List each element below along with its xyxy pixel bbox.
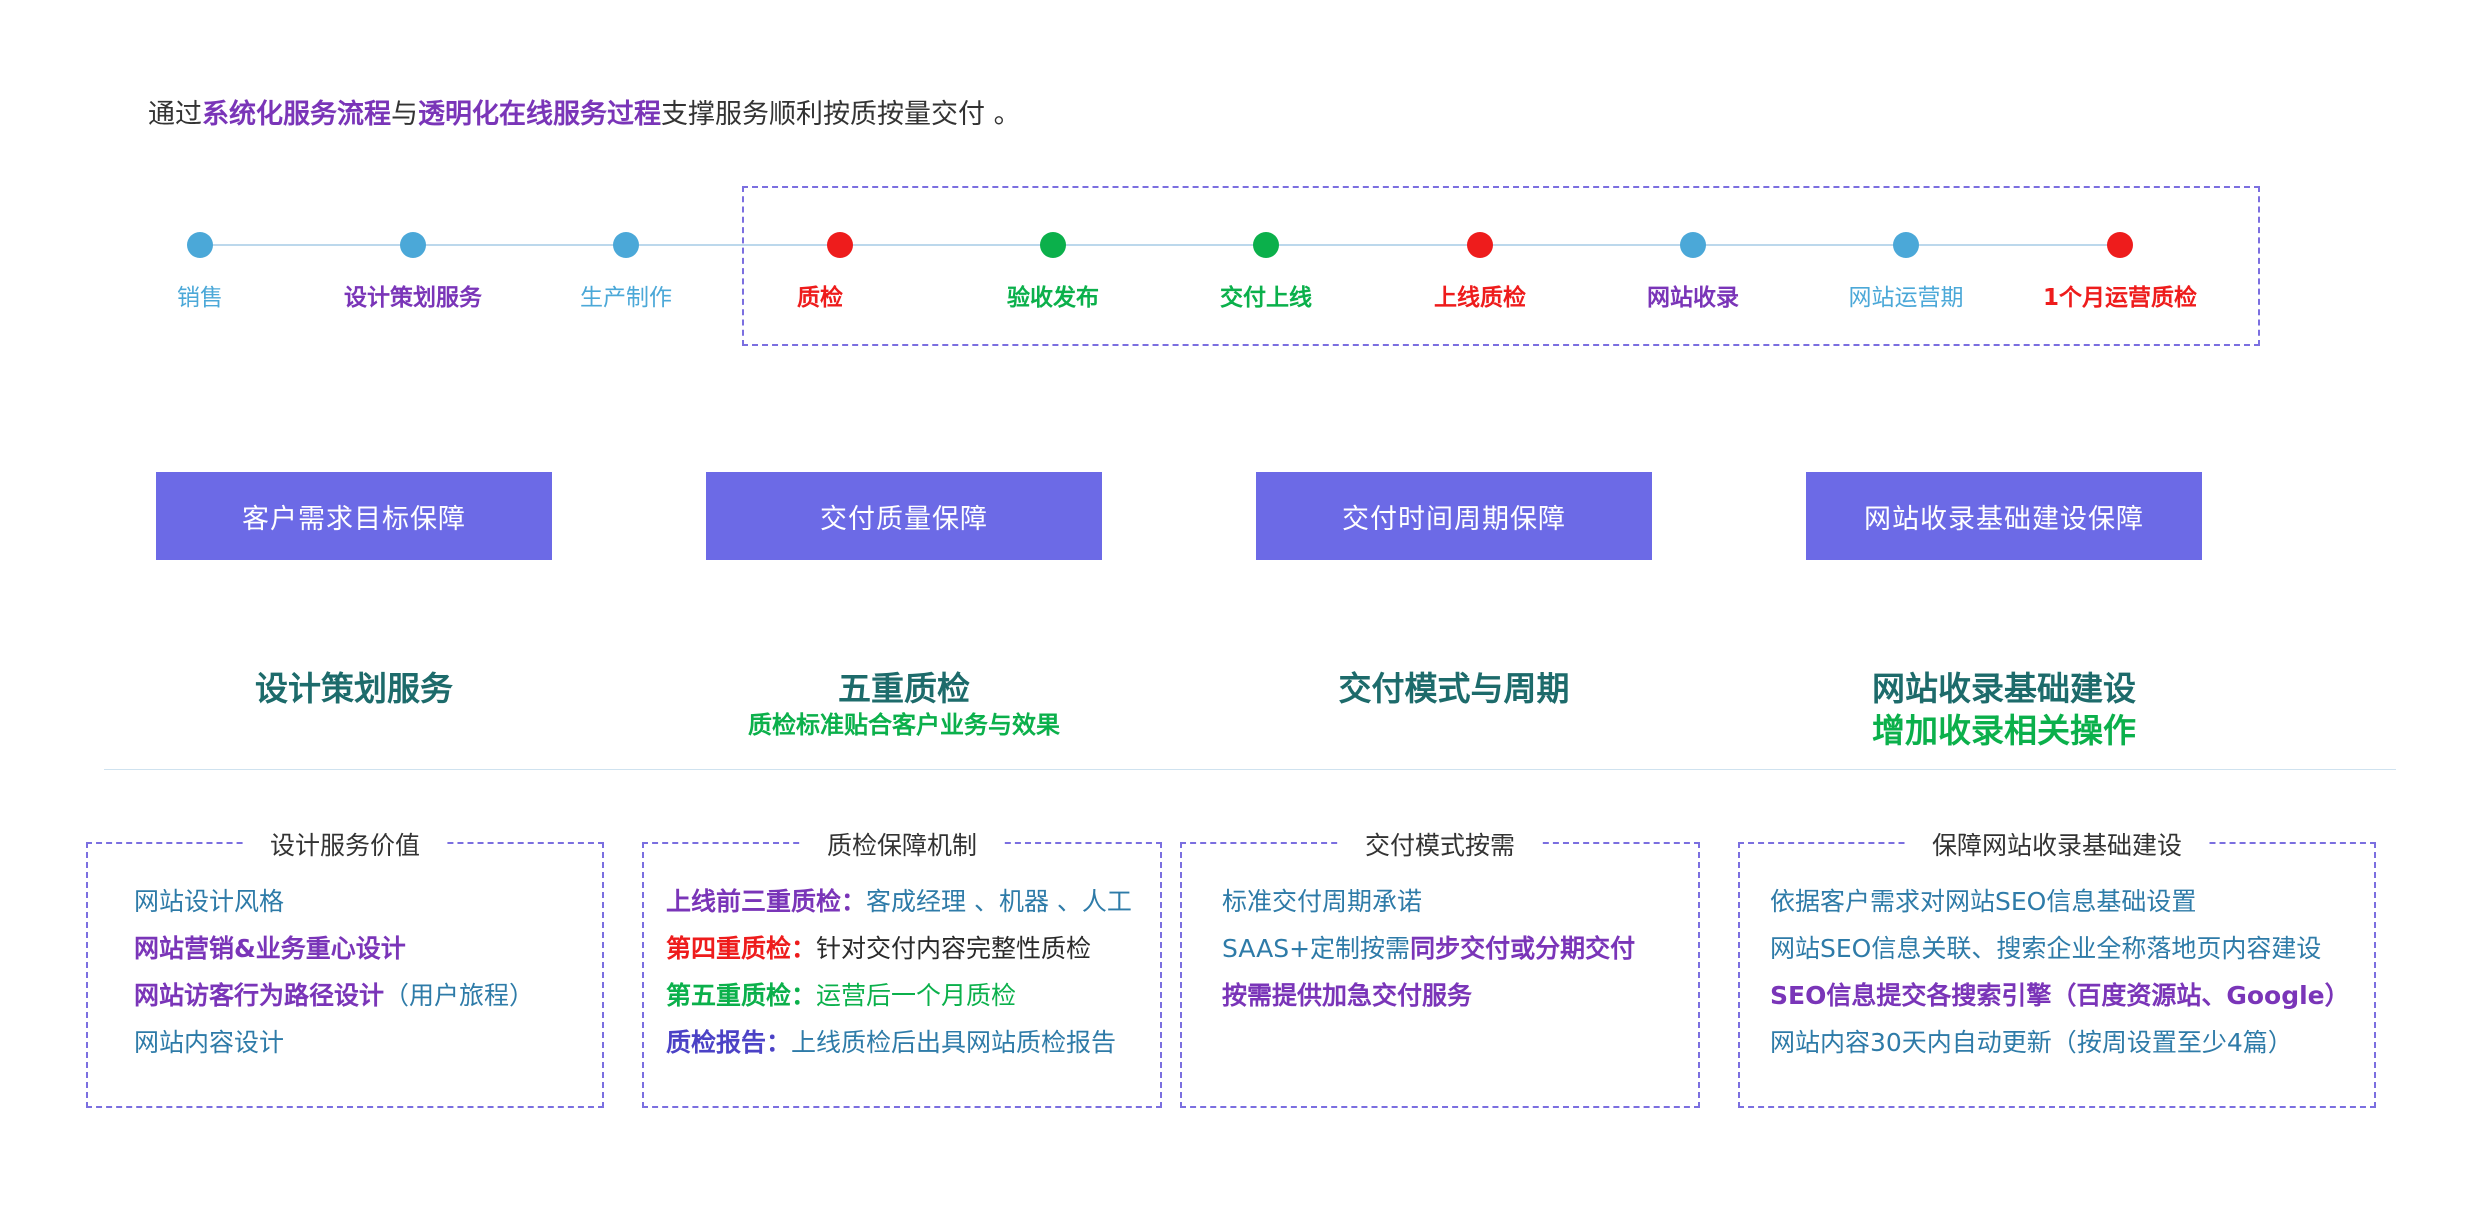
list-item: 网站内容设计: [134, 1028, 285, 1057]
timeline-dot: [1467, 232, 1493, 258]
list-item: SAAS+定制按需同步交付或分期交付: [1222, 934, 1636, 963]
box-quality-mechanism: 质检保障机制 上线前三重质检：客成经理 、机器 、人工 第四重质检：针对交付内容…: [642, 831, 1162, 1108]
timeline-dot: [613, 232, 639, 258]
list-item: 第五重质检：运营后一个月质检: [666, 981, 1017, 1010]
timeline-label: 销售: [177, 285, 223, 311]
box-title: 保障网站收录基础建设: [1905, 831, 2208, 860]
timeline-label: 生产制作: [580, 285, 672, 311]
list-item: 依据客户需求对网站SEO信息基础设置: [1770, 887, 2197, 916]
list-item: 网站设计风格: [134, 887, 285, 916]
guarantee-customer-needs: 客户需求目标保障: [156, 472, 552, 560]
timeline-dot: [1680, 232, 1706, 258]
box-list: 上线前三重质检：客成经理 、机器 、人工 第四重质检：针对交付内容完整性质检 第…: [666, 878, 1132, 1066]
box-title: 设计服务价值: [243, 831, 446, 860]
timeline-label: 网站收录: [1647, 285, 1739, 311]
headline-delivery: 交付模式与周期: [1224, 668, 1684, 710]
headline-title: 网站收录基础建设: [1872, 669, 2136, 708]
intro-mid: 与: [391, 99, 418, 130]
list-item: SEO信息提交各搜索引擎（百度资源站、Google）: [1770, 981, 2350, 1010]
list-item: 网站访客行为路径设计（用户旅程）: [134, 981, 535, 1010]
box-list: 标准交付周期承诺 SAAS+定制按需同步交付或分期交付 按需提供加急交付服务: [1222, 878, 1635, 1019]
list-item: 标准交付周期承诺: [1222, 887, 1423, 916]
list-item: 网站内容30天内自动更新（按周设置至少4篇）: [1770, 1028, 2293, 1057]
headline-title: 交付模式与周期: [1338, 669, 1570, 708]
box-list: 依据客户需求对网站SEO信息基础设置 网站SEO信息关联、搜索企业全称落地页内容…: [1770, 878, 2350, 1066]
intro-suffix: 支撑服务顺利按质按量交付 。: [661, 99, 1021, 130]
timeline-label: 验收发布: [1007, 285, 1099, 311]
list-item: 网站营销&业务重心设计: [134, 934, 406, 963]
timeline-dot: [827, 232, 853, 258]
post-production-frame: [742, 186, 2260, 346]
timeline-label: 1个月运营质检: [2042, 285, 2197, 311]
list-item: 网站SEO信息关联、搜索企业全称落地页内容建设: [1770, 934, 2322, 963]
guarantee-delivery-quality: 交付质量保障: [706, 472, 1102, 560]
box-title: 交付模式按需: [1338, 831, 1541, 860]
headline-title: 设计策划服务: [255, 669, 453, 708]
timeline-label: 上线质检: [1434, 285, 1526, 311]
headline-subtitle: 增加收录相关操作: [1872, 711, 2136, 750]
intro-text: 通过系统化服务流程与透明化在线服务过程支撑服务顺利按质按量交付 。: [148, 92, 1021, 131]
timeline-label: 质检: [797, 285, 843, 311]
guarantee-seo-indexing: 网站收录基础建设保障: [1806, 472, 2202, 560]
timeline-label: 交付上线: [1220, 285, 1312, 311]
headline-subtitle: 质检标准贴合客户业务与效果: [748, 711, 1060, 739]
list-item: 按需提供加急交付服务: [1222, 981, 1473, 1010]
timeline-line: [200, 244, 2120, 246]
headline-title: 五重质检: [838, 669, 970, 708]
timeline-dot: [400, 232, 426, 258]
timeline-dot: [1040, 232, 1066, 258]
timeline-dot: [187, 232, 213, 258]
timeline-label: 设计策划服务: [344, 285, 482, 311]
headline-quality: 五重质检 质检标准贴合客户业务与效果: [674, 668, 1134, 740]
headline-seo: 网站收录基础建设 增加收录相关操作: [1774, 668, 2234, 752]
intro-highlight-1: 系统化服务流程: [202, 99, 391, 130]
timeline-dot: [2107, 232, 2133, 258]
box-design-value: 设计服务价值 网站设计风格 网站营销&业务重心设计 网站访客行为路径设计（用户旅…: [86, 831, 604, 1108]
headline-design: 设计策划服务: [124, 668, 584, 710]
list-item: 上线前三重质检：客成经理 、机器 、人工: [666, 887, 1132, 916]
intro-highlight-2: 透明化在线服务过程: [418, 99, 661, 130]
timeline-label: 网站运营期: [1848, 285, 1964, 311]
intro-prefix: 通过: [148, 99, 202, 130]
list-item: 质检报告：上线质检后出具网站质检报告: [666, 1028, 1117, 1057]
box-title: 质检保障机制: [800, 831, 1003, 860]
guarantee-delivery-time: 交付时间周期保障: [1256, 472, 1652, 560]
list-item: 第四重质检：针对交付内容完整性质检: [666, 934, 1092, 963]
section-divider: [104, 769, 2396, 770]
timeline-dot: [1253, 232, 1279, 258]
box-delivery-mode: 交付模式按需 标准交付周期承诺 SAAS+定制按需同步交付或分期交付 按需提供加…: [1180, 831, 1700, 1108]
timeline-dot: [1893, 232, 1919, 258]
box-seo-foundation: 保障网站收录基础建设 依据客户需求对网站SEO信息基础设置 网站SEO信息关联、…: [1738, 831, 2376, 1108]
box-list: 网站设计风格 网站营销&业务重心设计 网站访客行为路径设计（用户旅程） 网站内容…: [134, 878, 534, 1066]
